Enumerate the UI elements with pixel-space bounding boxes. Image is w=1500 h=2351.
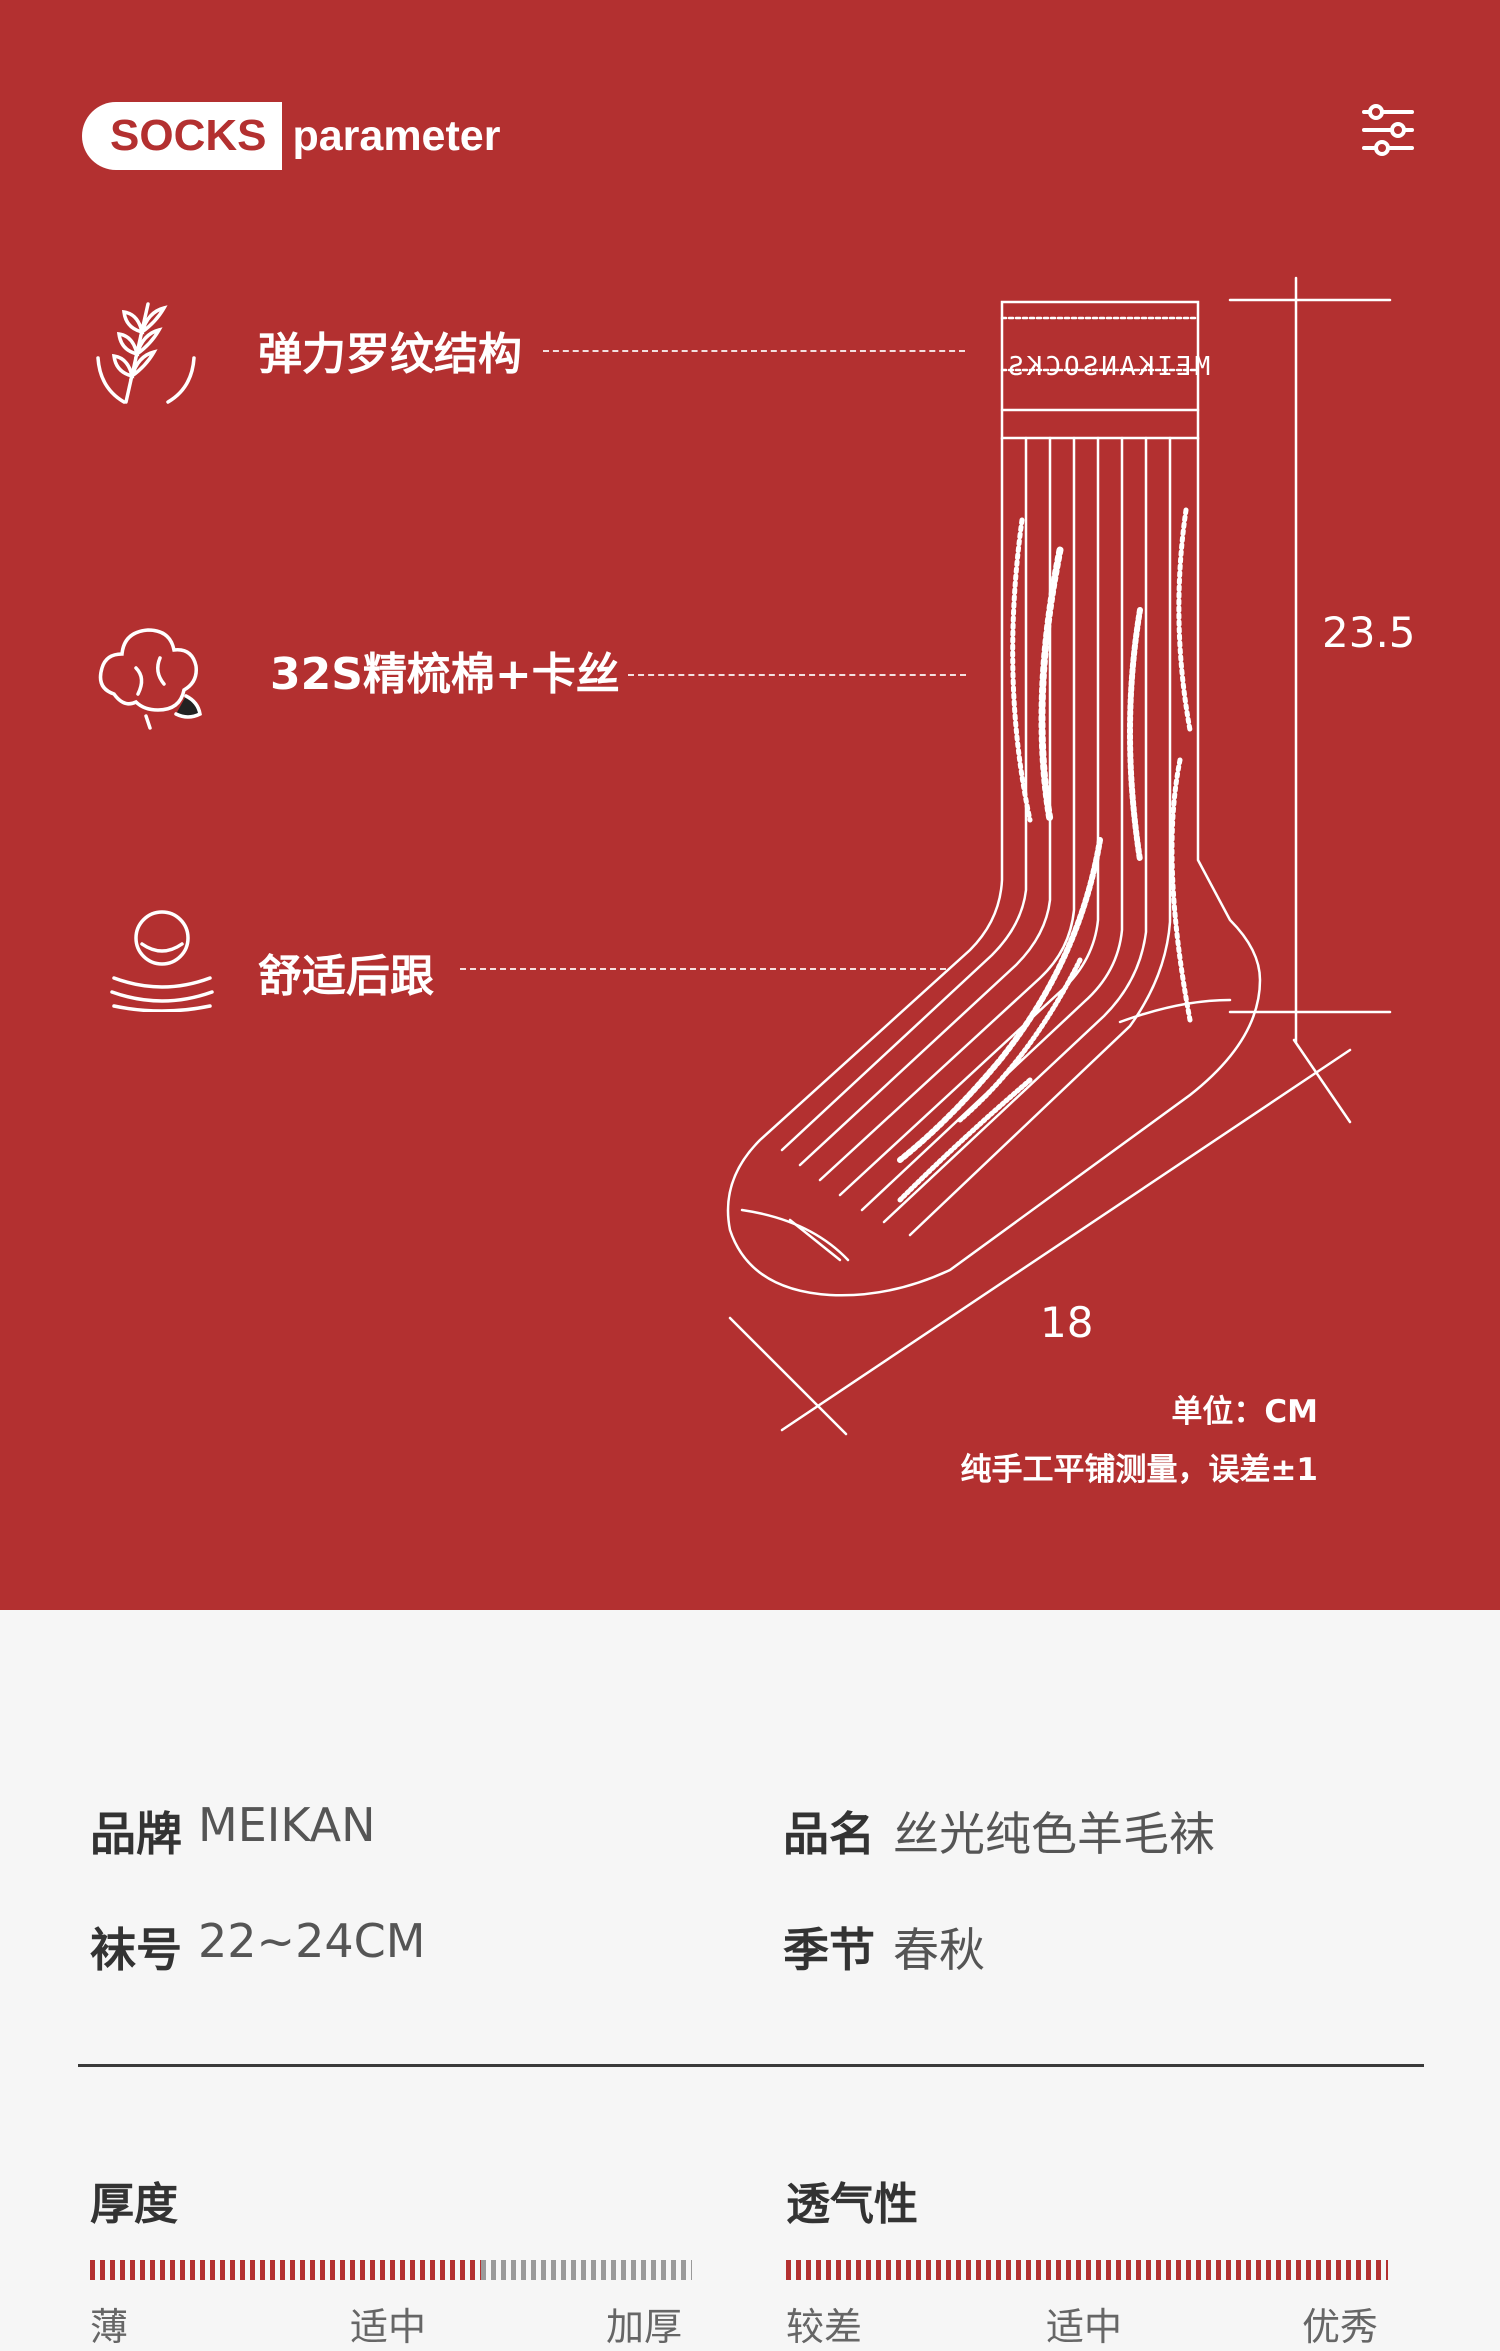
spec-value-brand: MEIKAN <box>198 1798 376 1852</box>
spec-value-season: 春秋 <box>893 1923 985 1977</box>
heel-icon <box>110 908 214 1016</box>
badge-suffix: parameter <box>292 111 501 160</box>
scale-label-low: 薄 <box>90 2305 129 2349</box>
wheat-icon <box>94 298 198 410</box>
leader-line <box>543 350 965 352</box>
scale-label-high: 加厚 <box>606 2305 683 2349</box>
foot-length-value: 18 <box>1040 1298 1094 1347</box>
cotton-icon <box>96 624 208 734</box>
feature-label-material: 32S精梳棉+卡丝 <box>270 649 620 700</box>
spec-value-product-name: 丝光纯色羊毛袜 <box>893 1807 1215 1861</box>
spec-key-size: 袜号 <box>90 1923 182 1977</box>
spec-key-product-name: 品名 <box>783 1807 875 1861</box>
scale-label-mid: 适中 <box>1046 2305 1123 2349</box>
feature-label-heel: 舒适后跟 <box>258 951 434 1002</box>
bar-fill <box>786 2260 1388 2280</box>
spec-key-season: 季节 <box>783 1923 875 1977</box>
sliders-icon[interactable] <box>1358 100 1418 160</box>
scale-label-mid: 适中 <box>350 2305 427 2349</box>
height-value: 23.5 <box>1322 608 1416 657</box>
feature-label-rib: 弹力罗纹结构 <box>258 329 522 380</box>
scale-label-high: 优秀 <box>1302 2305 1379 2349</box>
spec-value-size: 22~24CM <box>198 1914 426 1968</box>
thickness-level-bar <box>90 2260 692 2280</box>
breathability-level-bar <box>786 2260 1388 2280</box>
sock-diagram <box>700 260 1450 1460</box>
spec-key-brand: 品牌 <box>90 1807 182 1861</box>
bar-fill <box>90 2260 482 2280</box>
section-divider <box>78 2064 1424 2067</box>
parameter-hero: SOCKS parameter 弹力罗纹结构 <box>0 0 1500 1610</box>
unit-note: 单位：CM <box>1171 1394 1318 1430</box>
leader-line <box>460 968 946 970</box>
measure-note: 纯手工平铺测量，误差±1 <box>960 1452 1318 1488</box>
badge-text: SOCKS <box>82 102 283 170</box>
scale-label-low: 较差 <box>786 2305 863 2349</box>
metric-title-thickness: 厚度 <box>90 2179 178 2230</box>
cuff-brand-text: MEIKANSOCKS <box>1005 352 1211 382</box>
bar-rest <box>481 2260 692 2280</box>
leader-line <box>628 674 966 676</box>
metric-title-breathability: 透气性 <box>786 2179 918 2230</box>
socks-parameter-badge: SOCKS parameter <box>82 102 500 170</box>
